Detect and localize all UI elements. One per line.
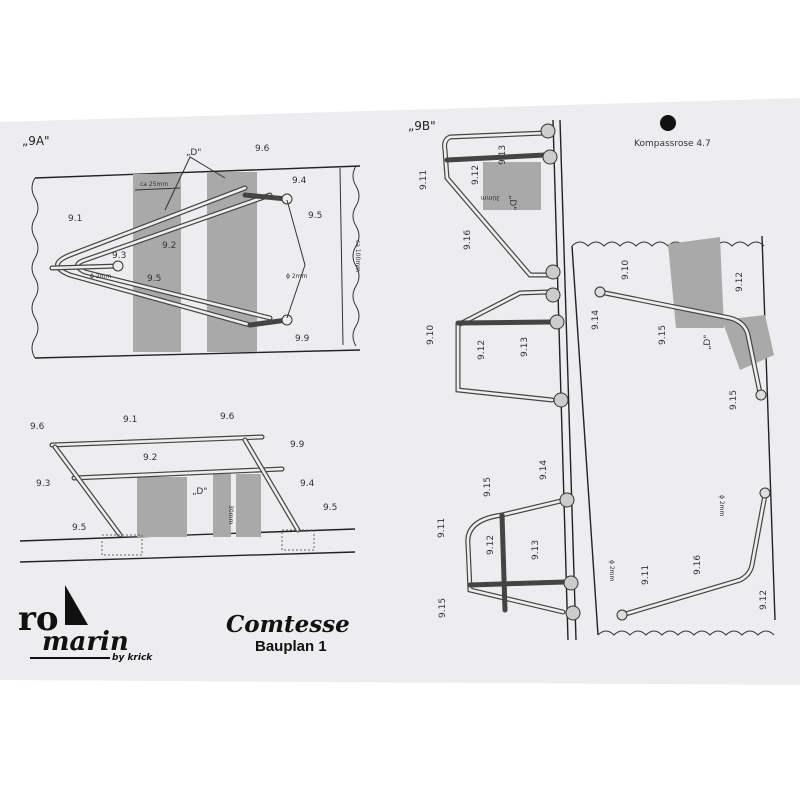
sheet-title: Bauplan 1 (255, 638, 327, 655)
label-height: ca 100mm (354, 240, 361, 272)
label-9-15: 9.15 (483, 477, 493, 497)
model-title: Comtesse (226, 611, 350, 638)
figure-side-view: 9.6 9.1 9.6 9.9 9.3 9.2 „D" 30mm 9.4 9.5… (19, 412, 356, 563)
compass-rose-icon (660, 115, 676, 131)
figure-9a: „9A" „D" 9.6 9.4 9.5 9.1 9.2 9.3 9.5 9.9… (22, 134, 361, 359)
label-height: 30mm (227, 505, 234, 524)
label-9-6: 9.6 (220, 412, 235, 422)
label-9-15: 9.15 (729, 390, 739, 410)
label-9-6: 9.6 (30, 422, 45, 432)
label-diameter: ϕ 2mm (90, 273, 112, 280)
label-9-15: 9.15 (438, 598, 448, 618)
label-9-15: 9.15 (658, 325, 668, 345)
label-9-4: 9.4 (300, 479, 315, 489)
label-9-12: 9.12 (471, 165, 481, 185)
figure-9b-title: „9B" (408, 119, 436, 133)
label-9-9: 9.9 (295, 334, 310, 344)
label-9-11: 9.11 (641, 565, 651, 585)
label-9-10: 9.10 (621, 260, 631, 280)
label-9-4: 9.4 (292, 176, 307, 186)
label-width: ca 25mm (140, 181, 168, 188)
label-9-1: 9.1 (68, 214, 82, 224)
label-9-10: 9.10 (426, 325, 436, 345)
label-9-3: 9.3 (112, 251, 126, 261)
svg-text:ro: ro (18, 599, 59, 639)
label-9-11: 9.11 (419, 170, 429, 190)
label-9-12: 9.12 (735, 272, 745, 292)
svg-text:by krick: by krick (112, 653, 153, 663)
label-d: „D" (186, 148, 201, 158)
label-9-2: 9.2 (143, 453, 157, 463)
figure-right-detail: Kompassrose 4.7 9.14 9.10 9.15 „D" 9.12 … (571, 115, 776, 636)
label-9-3: 9.3 (36, 479, 50, 489)
label-9-12: 9.12 (486, 535, 496, 555)
label-9-14: 9.14 (539, 460, 549, 480)
title-block: ro marin by krick Comtesse Bauplan 1 (18, 585, 350, 663)
figure-9a-title: „9A" (22, 134, 50, 148)
label-diameter: ϕ 2mm (286, 273, 308, 280)
label-9-16: 9.16 (463, 230, 473, 250)
label-9-6: 9.6 (255, 144, 270, 154)
label-9-5: 9.5 (308, 211, 322, 221)
deck-plank (133, 174, 181, 352)
label-9-5: 9.5 (147, 274, 161, 284)
label-9-12: 9.12 (759, 590, 769, 610)
label-diameter: ϕ 2mm (608, 560, 615, 582)
label-9-5: 9.5 (72, 523, 86, 533)
label-9-12: 9.12 (477, 340, 487, 360)
label-d: „D" (703, 335, 713, 350)
label-width: 30mm (481, 194, 500, 201)
svg-text:marin: marin (42, 627, 129, 657)
figure-9b: „9B" 9.11 9.13 9.12 „D" 30mm 9.16 9.10 9… (408, 119, 581, 641)
label-9-2: 9.2 (162, 241, 176, 251)
label-9-1: 9.1 (123, 415, 137, 425)
paper-sheet (0, 98, 800, 685)
compass-label: Kompassrose 4.7 (634, 139, 711, 149)
label-9-11: 9.11 (437, 518, 447, 538)
label-9-9: 9.9 (290, 440, 305, 450)
label-9-5: 9.5 (323, 503, 337, 513)
label-9-13: 9.13 (498, 145, 508, 165)
label-diameter: ϕ 2mm (718, 495, 725, 517)
label-9-13: 9.13 (531, 540, 541, 560)
romarin-logo: ro marin by krick (18, 585, 153, 663)
label-d: „D" (507, 195, 517, 210)
label-d: „D" (192, 487, 207, 497)
label-9-13: 9.13 (520, 337, 530, 357)
label-9-14: 9.14 (591, 310, 601, 330)
label-9-16: 9.16 (693, 555, 703, 575)
